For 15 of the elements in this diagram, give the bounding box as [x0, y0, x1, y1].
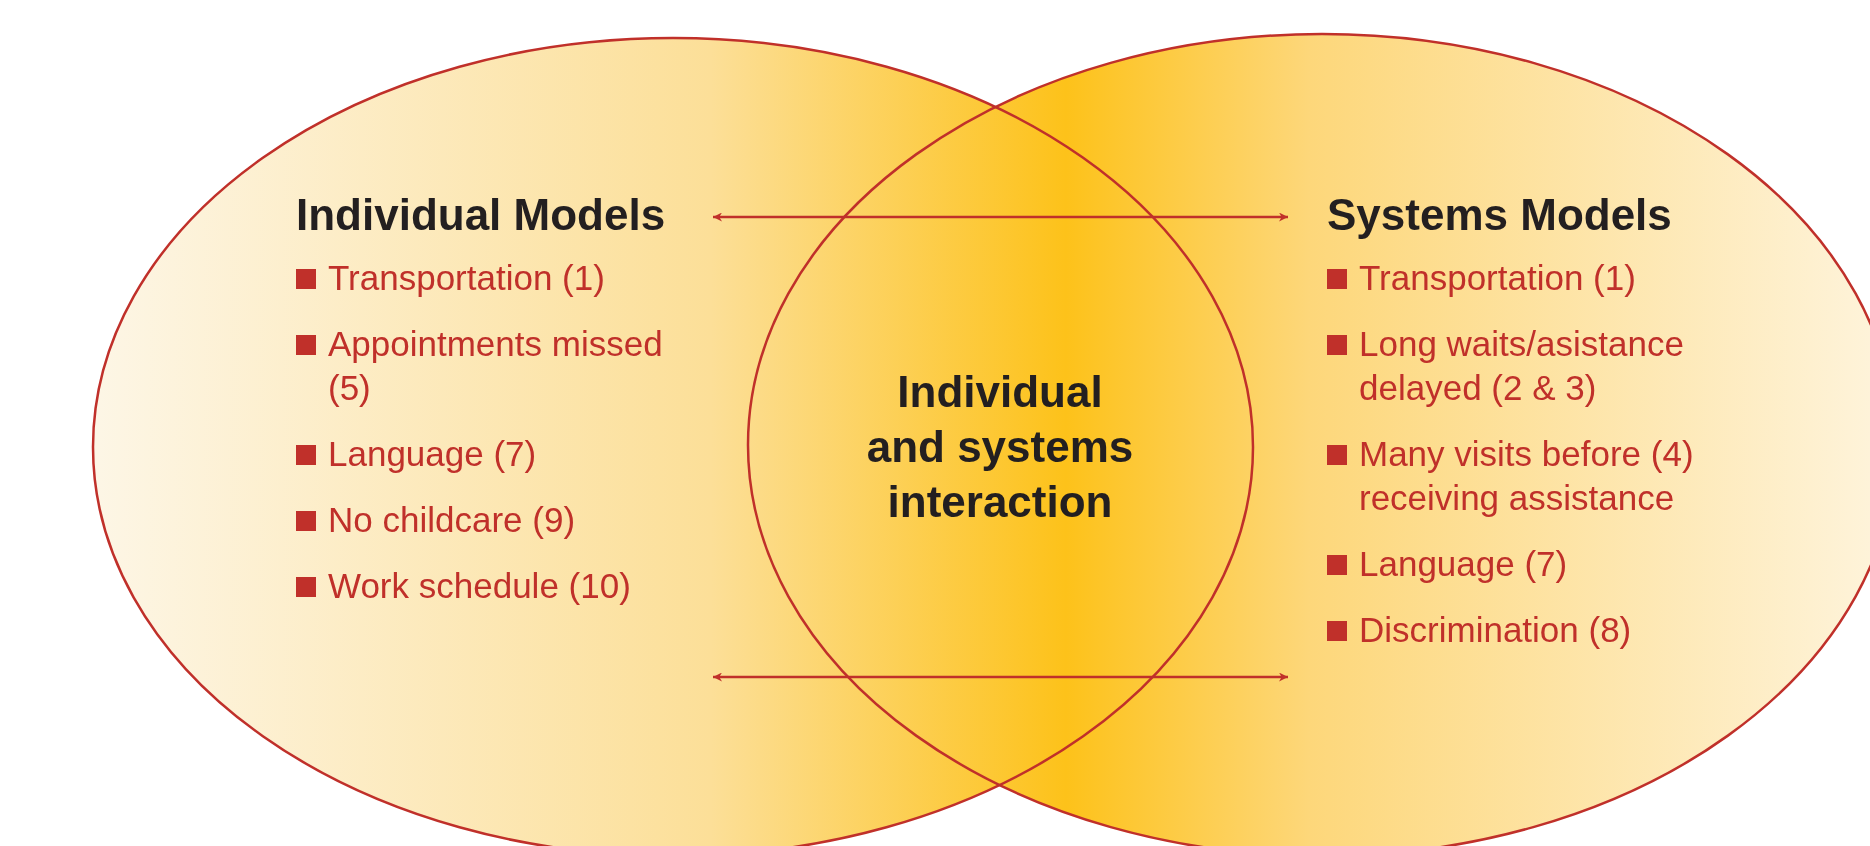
list-item: Discrimination (8) [1359, 609, 1632, 651]
double-arrow [713, 672, 1288, 682]
list-item: Appointments missed (5) [328, 323, 664, 409]
list-item: Many visits before (4) receiving assistance [1359, 433, 1695, 519]
list-item: Long waits/asistance delayed (2 & 3) [1359, 323, 1685, 409]
list-item: Language (7) [328, 433, 537, 475]
heading: Individual Models [296, 189, 667, 241]
list-item: Transportation (1) [1359, 257, 1636, 299]
list-item: No childcare (9) [328, 499, 576, 541]
list-item: Work schedule (10) [328, 565, 631, 607]
double-arrow [713, 212, 1288, 222]
overlap-label: Individual and systems interaction [865, 365, 1135, 528]
list-item: Transportation (1) [328, 257, 605, 299]
list-item: Language (7) [1359, 543, 1568, 585]
heading: Systems Models [1327, 189, 1673, 241]
